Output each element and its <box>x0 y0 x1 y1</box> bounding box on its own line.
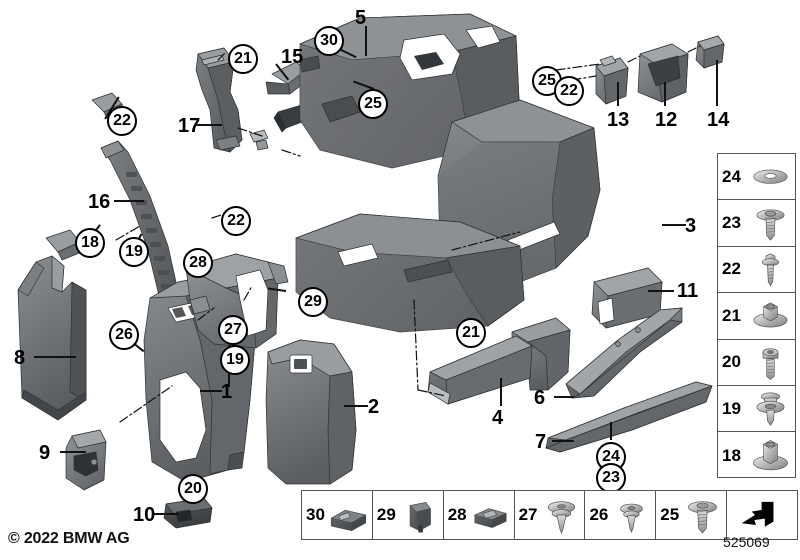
legend-cell-19: 19 <box>718 386 795 433</box>
callout-20-26: 20 <box>178 474 208 504</box>
fastener-strip: 30 29 28 27 26 25 <box>301 490 798 540</box>
washer-head-screw-icon <box>679 491 726 539</box>
strip-cell-view-direction-arrow <box>727 491 797 539</box>
callout-9-25: 9 <box>39 442 51 464</box>
strip-number-29: 29 <box>376 505 396 524</box>
callout-22-15: 22 <box>221 206 251 236</box>
strip-cell-25: 25 <box>656 491 728 539</box>
callout-22-10: 22 <box>107 106 137 136</box>
expanding-stud-small-icon <box>608 491 655 539</box>
expanding-stud-large-icon <box>538 491 585 539</box>
callout-18-13: 18 <box>75 228 105 258</box>
legend-number-18: 18 <box>722 445 741 465</box>
strip-number-27: 27 <box>518 505 538 524</box>
hex-flange-screw-icon <box>746 247 795 292</box>
strip-cell-28: 28 <box>444 491 515 539</box>
panel-clip-icon <box>467 491 514 539</box>
legend-number-22: 22 <box>722 259 741 279</box>
strip-cell-27: 27 <box>515 491 586 539</box>
callout-1-23: 1 <box>221 381 233 403</box>
hex-flange-nut-tall-icon <box>746 432 795 478</box>
strip-number-30: 30 <box>306 505 325 524</box>
callout-16-12: 16 <box>88 191 111 213</box>
callout-13-7: 13 <box>607 109 630 131</box>
view-direction-arrow-icon <box>727 491 797 539</box>
callout-22-6: 22 <box>554 76 584 106</box>
washer-head-screw-icon <box>746 200 795 245</box>
strip-number-25: 25 <box>660 505 680 524</box>
legend-cell-20: 20 <box>718 340 795 386</box>
callout-17-11: 17 <box>178 115 201 137</box>
callout-26-22: 26 <box>109 320 139 350</box>
callout-6-31: 6 <box>534 387 546 409</box>
callout-21-29: 21 <box>456 318 486 348</box>
callout-11-28: 11 <box>677 280 699 302</box>
callout-5-0: 5 <box>355 7 367 29</box>
legend-cell-24: 24 <box>718 154 795 201</box>
flat-washer-icon <box>746 154 795 199</box>
callout-3-16: 3 <box>685 215 697 237</box>
callout-19-20: 19 <box>220 345 250 375</box>
callout-4-30: 4 <box>492 407 504 429</box>
expanding-rivet-icon <box>746 386 795 431</box>
legend-cell-23: 23 <box>718 200 795 247</box>
legend-cell-21: 21 <box>718 293 795 340</box>
slide-clip-icon <box>325 491 372 539</box>
strip-cell-26: 26 <box>585 491 657 539</box>
strip-number-28: 28 <box>447 505 467 524</box>
callout-19-14: 19 <box>119 237 149 267</box>
callout-29-18: 29 <box>298 287 328 317</box>
legend-number-24: 24 <box>722 166 741 186</box>
callout-15-3: 15 <box>281 46 304 68</box>
legend-number-20: 20 <box>722 352 741 372</box>
hex-flange-nut-icon <box>746 293 795 338</box>
callout-27-19: 27 <box>218 315 248 345</box>
callout-28-17: 28 <box>183 248 213 278</box>
legend-cell-22: 22 <box>718 247 795 294</box>
callout-23-34: 23 <box>596 463 626 493</box>
torx-pan-screw-icon <box>746 340 795 385</box>
callout-10-27: 10 <box>133 504 156 526</box>
spring-clip-icon <box>396 491 443 539</box>
strip-number-26: 26 <box>589 505 609 524</box>
callout-30-1: 30 <box>314 26 344 56</box>
legend-cell-18: 18 <box>718 432 795 478</box>
legend-number-21: 21 <box>722 305 741 325</box>
legend-number-23: 23 <box>722 213 741 233</box>
callout-25-4: 25 <box>358 89 388 119</box>
strip-cell-29: 29 <box>373 491 444 539</box>
callout-21-2: 21 <box>228 44 258 74</box>
fastener-legend-panel: 24 23 22 21 20 19 18 <box>717 153 796 478</box>
callout-7-32: 7 <box>535 431 547 453</box>
strip-cell-30: 30 <box>302 491 373 539</box>
callout-2-24: 2 <box>368 396 380 418</box>
legend-number-19: 19 <box>722 398 741 418</box>
callout-12-8: 12 <box>655 109 678 131</box>
callout-14-9: 14 <box>707 109 730 131</box>
diagram-reference-number: 525069 <box>723 534 770 550</box>
callout-8-21: 8 <box>14 347 26 369</box>
copyright-notice: © 2022 BMW AG <box>8 530 130 547</box>
